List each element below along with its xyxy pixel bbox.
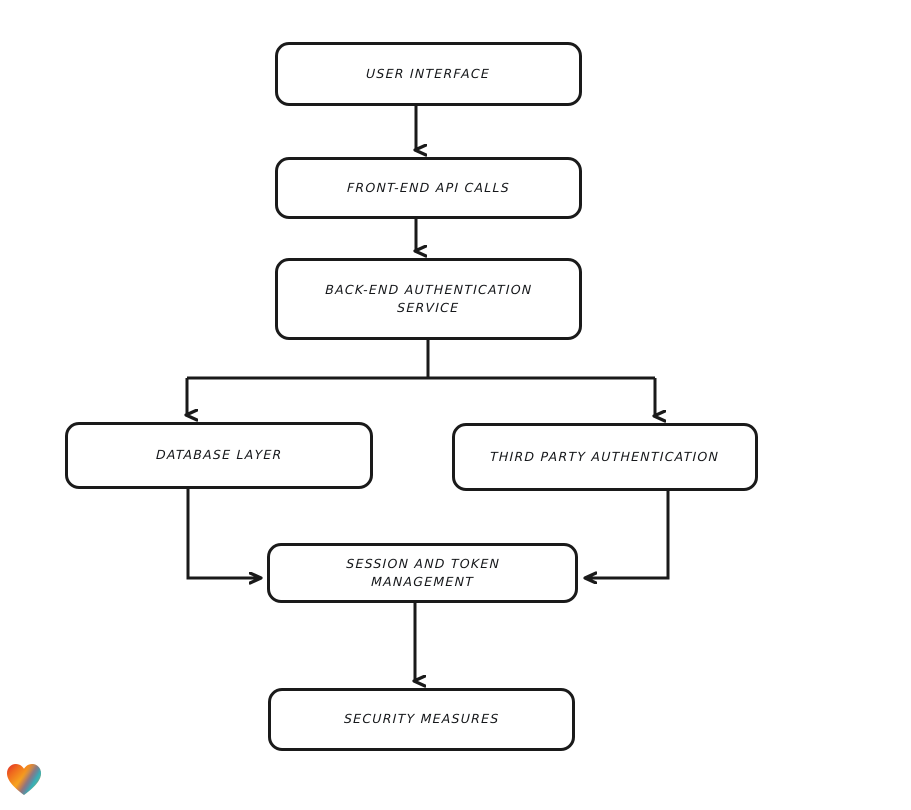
node-user-interface-label: User Interface	[366, 65, 491, 81]
node-user-interface[interactable]: User Interface	[275, 42, 582, 106]
edge-database-to-session	[186, 489, 260, 578]
edge-thirdparty-to-session	[586, 491, 670, 578]
node-session-and-token-management-label: Session and Token Management	[345, 555, 500, 589]
node-third-party-authentication-label: Third Party Authentication	[490, 448, 720, 464]
node-security-measures[interactable]: Security Measures	[268, 688, 575, 751]
node-backend-authentication-service[interactable]: Back-End Authentication Service	[275, 258, 582, 340]
node-security-measures-label: Security Measures	[343, 711, 500, 727]
node-third-party-authentication[interactable]: Third Party Authentication	[452, 423, 758, 491]
node-backend-authentication-service-label: Back-End Authentication Service	[325, 281, 533, 315]
node-frontend-api-calls-label: Front-End API Calls	[346, 179, 511, 195]
node-database-layer-label: Database Layer	[155, 447, 283, 463]
node-frontend-api-calls[interactable]: Front-End API Calls	[275, 157, 582, 219]
node-database-layer[interactable]: Database Layer	[65, 422, 373, 489]
node-session-and-token-management[interactable]: Session and Token Management	[267, 543, 578, 603]
heart-logo	[7, 764, 41, 795]
